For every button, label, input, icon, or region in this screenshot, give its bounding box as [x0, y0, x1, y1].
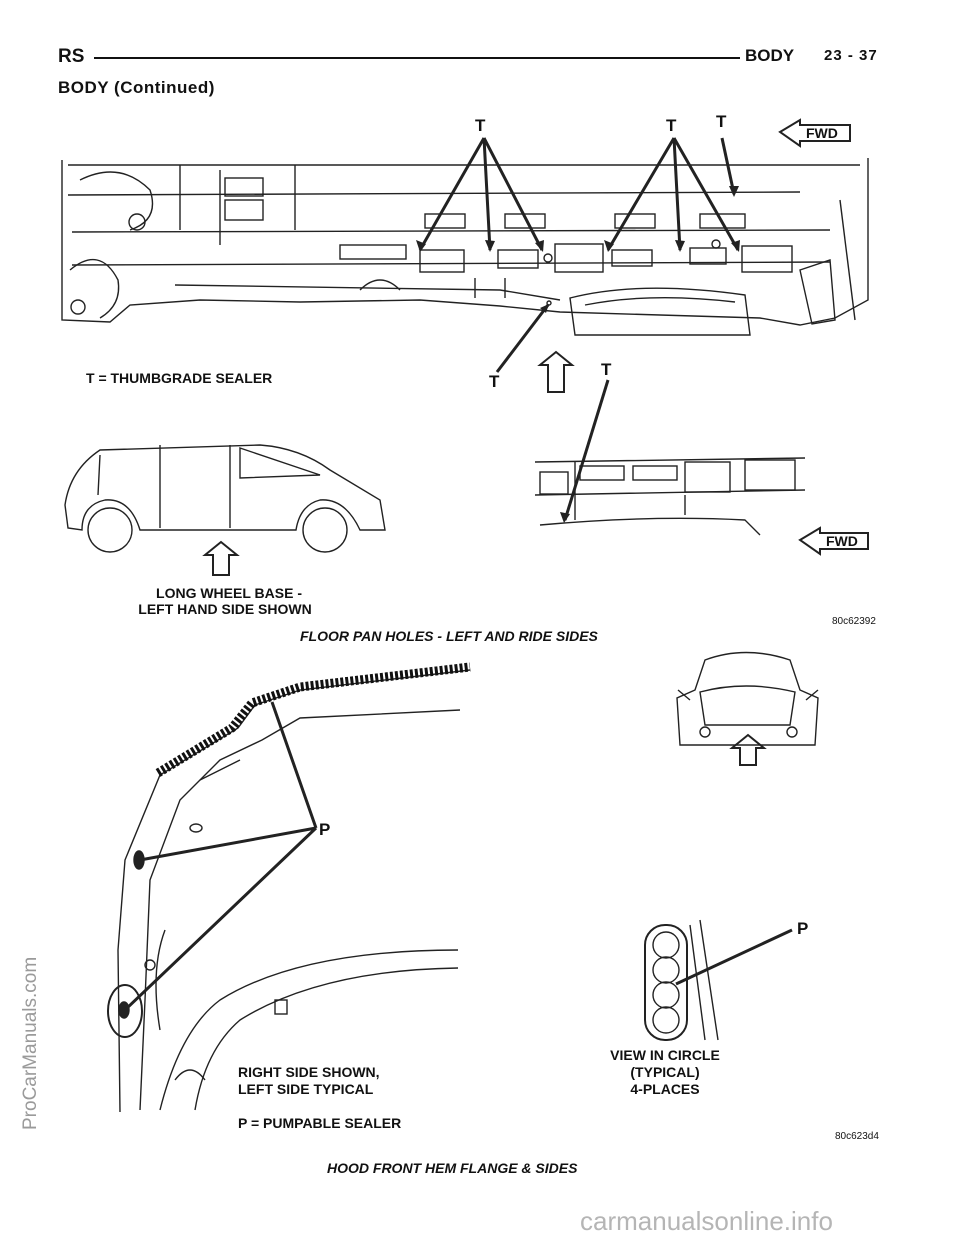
view-caption-1: VIEW IN CIRCLE: [610, 1047, 720, 1063]
fwd-arrow-top: [778, 118, 851, 148]
view-in-circle-detail: [644, 919, 719, 1041]
hood-drawing: [117, 669, 471, 1113]
rocker-detail-drawing: [534, 457, 806, 536]
sealer-bead: [155, 662, 471, 777]
callout-t-4: T: [489, 372, 500, 391]
figure-caption-2: HOOD FRONT HEM FLANGE & SIDES: [327, 1160, 578, 1176]
callout-t-2: T: [666, 116, 677, 135]
vehicle-caption-1: LONG WHEEL BASE -: [156, 585, 302, 601]
bottom-watermark: carmanualsonline.info: [580, 1206, 833, 1236]
section-title: BODY: [745, 46, 795, 65]
vehicle-caption-2: LEFT HAND SIDE SHOWN: [138, 601, 312, 617]
figure-id-2: 80c623d4: [835, 1131, 879, 1142]
figure-caption-1: FLOOR PAN HOLES - LEFT AND RIDE SIDES: [300, 628, 598, 644]
callout-t-5: T: [601, 360, 612, 379]
side-caption-2: LEFT SIDE TYPICAL: [238, 1081, 374, 1097]
minivan-side-view: [64, 444, 386, 553]
minivan-front-view: [676, 651, 819, 746]
figure-id-1: 80c62392: [832, 616, 876, 627]
callout-arrows-p: [123, 701, 793, 1012]
callout-t-3: T: [716, 112, 727, 131]
page-number: 23 - 37: [824, 47, 878, 64]
callout-p-2: P: [797, 919, 809, 938]
thumbgrade-legend: T = THUMBGRADE SEALER: [86, 370, 273, 386]
view-caption-2: (TYPICAL): [630, 1064, 700, 1080]
pumpable-legend: P = PUMPABLE SEALER: [238, 1115, 402, 1131]
side-caption-1: RIGHT SIDE SHOWN,: [238, 1064, 380, 1080]
section-code: RS: [58, 46, 85, 67]
callout-t-1: T: [475, 116, 486, 135]
continued-heading: BODY (Continued): [58, 78, 215, 97]
fwd-label-bottom: FWD: [826, 533, 858, 549]
floor-pan-drawing: [61, 158, 869, 336]
fwd-label-top: FWD: [806, 125, 838, 141]
fwd-arrow-bottom: [798, 526, 869, 556]
header-rule: [94, 57, 740, 59]
view-caption-3: 4-PLACES: [630, 1081, 700, 1097]
callout-arrows-t: [418, 137, 740, 521]
callout-p-1: P: [319, 820, 331, 839]
detail-circle: [107, 984, 143, 1038]
side-watermark: ProCarManuals.com: [20, 956, 41, 1130]
